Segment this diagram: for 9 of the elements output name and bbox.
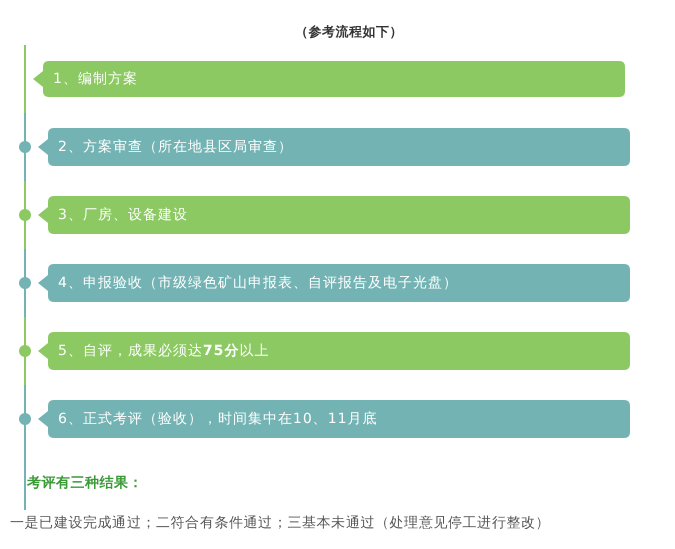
- note-text: 一是已建设完成通过；二符合有条件通过；三基本未通过（处理意见停工进行整改）: [10, 514, 550, 532]
- step-box: 2、方案审查（所在地县区局审查）: [38, 128, 630, 166]
- step-box: 1、编制方案: [33, 61, 625, 97]
- step-box: 6、正式考评（验收），时间集中在10、11月底: [38, 400, 630, 438]
- step-box: 4、申报验收（市级绿色矿山申报表、自评报告及电子光盘）: [38, 264, 630, 302]
- step-box: 3、厂房、设备建设: [38, 196, 630, 234]
- step-box: 5、自评，成果必须达75分以上: [38, 332, 630, 370]
- title: （参考流程如下）: [295, 24, 403, 42]
- section-heading: 考评有三种结果：: [27, 474, 143, 492]
